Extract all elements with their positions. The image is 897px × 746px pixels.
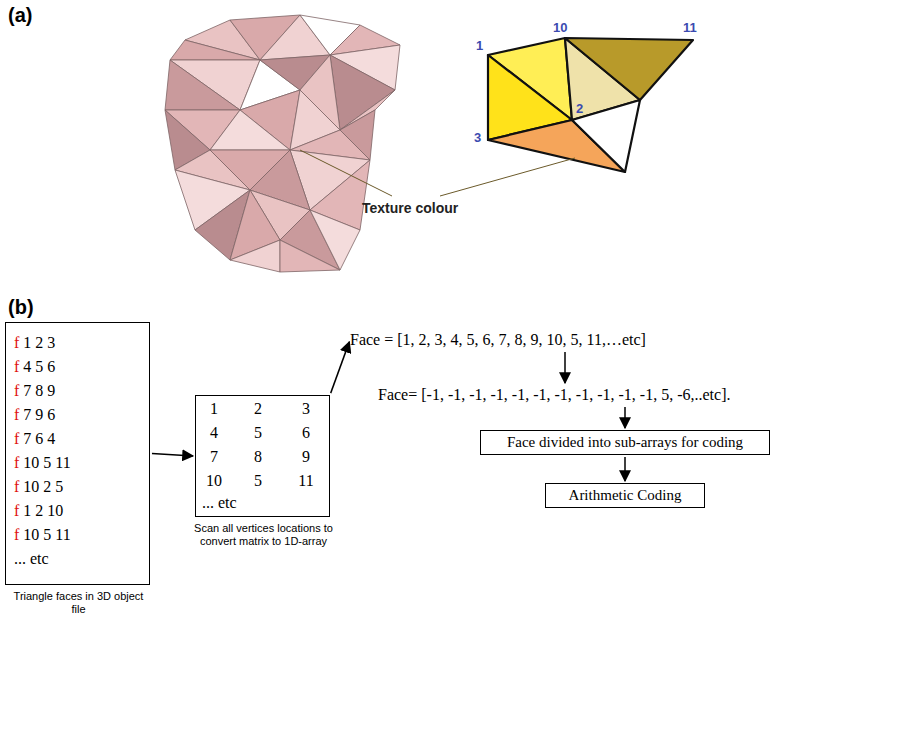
flow-arrow: [624, 407, 626, 428]
face-line: ... etc: [14, 547, 143, 571]
flow-arrow: [331, 342, 350, 393]
vertex-label: 2: [576, 101, 583, 116]
mesh-face: [210, 110, 290, 150]
face-line: f 10 2 5: [14, 475, 143, 499]
caption: Triangle faces in 3D object file: [6, 590, 151, 616]
mesh-head: [165, 15, 400, 272]
mesh-face: [170, 40, 260, 60]
face-line: f 10 5 11: [14, 451, 143, 475]
vertex-label: 11: [683, 20, 697, 35]
vertex-number: 6: [302, 424, 310, 442]
panel-label: (b): [8, 296, 34, 319]
face-line: f 7 6 4: [14, 427, 143, 451]
vertex-number: 9: [302, 448, 310, 466]
vertex-number: 10: [206, 472, 222, 490]
vertex-number: 3: [302, 400, 310, 418]
etc-text: ... etc: [202, 494, 237, 512]
array-text: Face = [1, 2, 3, 4, 5, 6, 7, 8, 9, 10, 5…: [350, 330, 646, 350]
vertex-number: 2: [254, 400, 262, 418]
face-line: f 1 2 10: [14, 499, 143, 523]
vertex-label: 10: [553, 20, 567, 35]
array-text: Face = [1, 2, 3, 4, 5, 6, 7, 8, 9, 10, 5…: [350, 330, 646, 350]
face-line: f 10 5 11: [14, 523, 143, 547]
box-text: Face divided into sub-arrays for coding: [481, 433, 769, 452]
callout-label: Texture colour: [362, 200, 458, 216]
face-list-box: f 1 2 3f 4 5 6f 7 8 9f 7 9 6f 7 6 4f 10 …: [5, 322, 150, 585]
vertex-label: 3: [474, 130, 481, 145]
mesh-face: [230, 240, 280, 272]
scan-matrix-box: 12345678910511... etcScan all vertices l…: [195, 395, 330, 517]
process-box: Arithmetic Coding: [545, 483, 705, 508]
mesh-face: [310, 210, 360, 270]
vertex-number: 1: [210, 400, 218, 418]
vertex-number: 7: [210, 448, 218, 466]
vertex-number: 4: [210, 424, 218, 442]
vertex-label: 1: [476, 38, 483, 53]
vertex-number: 11: [298, 472, 313, 490]
vertex-number: 8: [254, 448, 262, 466]
face-line: f 7 9 6: [14, 403, 143, 427]
face-line: f 4 5 6: [14, 355, 143, 379]
face-line: f 1 2 3: [14, 331, 143, 355]
zoomed-mesh: [488, 38, 693, 172]
caption: Scan all vertices locations to convert m…: [186, 522, 341, 548]
array-text: Face= [-1, -1, -1, -1, -1, -1, -1, -1, -…: [378, 385, 730, 405]
leader-line: [300, 150, 575, 196]
process-box: Face divided into sub-arrays for coding: [480, 430, 770, 455]
flow-arrow: [624, 457, 626, 481]
flow-arrow: [564, 352, 566, 383]
array-text: Face= [-1, -1, -1, -1, -1, -1, -1, -1, -…: [378, 385, 730, 405]
panel-label: (a): [8, 4, 32, 27]
face-line: f 7 8 9: [14, 379, 143, 403]
mesh-face: [165, 60, 240, 110]
vertex-number: 5: [254, 472, 262, 490]
flow-arrow: [152, 454, 193, 456]
vertex-number: 5: [254, 424, 262, 442]
box-text: Arithmetic Coding: [546, 486, 704, 505]
